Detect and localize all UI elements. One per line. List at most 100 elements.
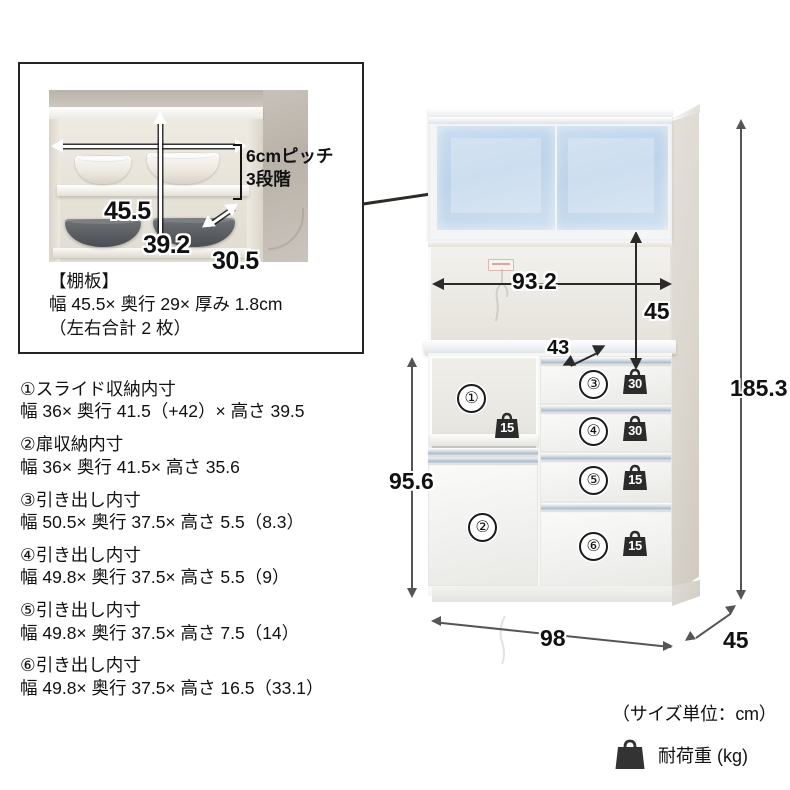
load-badge-4-value: 30	[628, 423, 642, 438]
load-badge-4: 30	[620, 415, 650, 443]
open-shelf-height-label: 45	[644, 298, 670, 324]
spec-title: ③引き出し内寸	[20, 489, 141, 510]
total-height-line	[740, 128, 742, 598]
specification-list: ①スライド収納内寸 幅 36× 奥行 41.5（+42）× 高さ 39.5 ②扉…	[20, 378, 400, 710]
drawer-3[interactable]	[540, 356, 672, 404]
lower-height-label: 95.6	[389, 468, 434, 494]
open-shelf-height-arrow-down	[630, 358, 642, 370]
spec-title: ⑥引き出し内寸	[20, 655, 141, 676]
total-width-label: 98	[540, 625, 566, 651]
spec-item-6: ⑥引き出し内寸 幅 49.8× 奥行 37.5× 高さ 16.5（33.1）	[20, 654, 400, 699]
photo-left-wall	[49, 119, 60, 262]
callout-4: ④	[579, 417, 608, 446]
sliding-glass-door-left[interactable]	[435, 124, 557, 232]
inset-depth-label: 30.5	[212, 247, 259, 275]
legend-load-label: 耐荷重 (kg)	[658, 746, 748, 766]
spec-title: ①スライド収納内寸	[20, 379, 176, 399]
total-depth-arrow-right	[725, 601, 739, 615]
lower-height-arrow-up	[407, 357, 417, 367]
inset-width-label: 45.5	[104, 197, 151, 225]
callout-6: ⑥	[579, 532, 608, 561]
spec-body: 幅 49.8× 奥行 37.5× 高さ 5.5（9）	[20, 567, 290, 588]
total-height-arrow-up	[736, 119, 746, 129]
cabinet-top-cap	[428, 108, 672, 119]
spec-item-3: ③引き出し内寸 幅 50.5× 奥行 37.5× 高さ 5.5（8.3）	[20, 489, 400, 534]
callout-5: ⑤	[579, 466, 608, 495]
drawer-6-handle[interactable]	[541, 503, 671, 511]
photo-bottom-shelf	[53, 248, 251, 258]
spec-title: ②扉収納内寸	[20, 434, 124, 455]
load-bag-icon	[623, 368, 647, 394]
spec-body: 幅 50.5× 奥行 37.5× 高さ 5.5（8.3）	[20, 511, 305, 532]
spec-body: 幅 36× 奥行 41.5（+42）× 高さ 39.5	[20, 401, 305, 422]
pitch-bracket	[233, 144, 242, 200]
load-badge-1: 15	[492, 412, 522, 440]
shelf-caption-dims: 幅 45.5× 奥行 29× 厚み 1.8cm	[49, 294, 283, 315]
spec-title: ⑤引き出し内寸	[20, 600, 141, 621]
spec-body: 幅 36× 奥行 41.5× 高さ 35.6	[20, 456, 240, 477]
load-badge-6: 15	[620, 530, 650, 558]
callout-3: ③	[579, 370, 608, 399]
shelf-caption-qty: （左右合計 2 枚）	[49, 317, 191, 338]
drawer-4-handle[interactable]	[541, 405, 671, 413]
cabinet-illustration: ① ② ③ ④ ⑤ ⑥ 15 30 30	[424, 104, 700, 665]
open-shelf-height-line	[635, 240, 638, 366]
load-bag-icon	[615, 739, 645, 769]
legend-load-row: 耐荷重 (kg)	[612, 738, 776, 772]
load-bag-icon	[495, 412, 519, 438]
total-height-label: 185.3	[730, 375, 788, 401]
counter-top	[424, 340, 676, 354]
open-shelf-width-label: 93.2	[512, 268, 557, 294]
lower-height-arrow-down	[407, 588, 417, 598]
open-shelf-height-arrow-up	[630, 231, 642, 243]
legend-unit-note: （サイズ単位：cm）	[612, 704, 777, 724]
open-shelf-width-line	[442, 283, 670, 285]
width-arrow-left	[51, 139, 63, 153]
photo-right-wall	[247, 119, 263, 262]
total-width-arrow-left	[431, 616, 441, 626]
load-bag-icon	[623, 464, 647, 490]
callout-1: ①	[457, 384, 486, 413]
open-shelf-width-arrow-left	[432, 278, 444, 290]
load-badge-5: 15	[620, 464, 650, 492]
drawer-6[interactable]	[540, 502, 672, 586]
height-arrow-down	[153, 245, 167, 257]
height-arrow-up	[153, 112, 167, 124]
callout-2: ②	[468, 513, 497, 542]
lower-height-line	[411, 366, 413, 596]
sliding-glass-door-right[interactable]	[552, 124, 670, 232]
slide-compartment-handle[interactable]	[428, 448, 538, 456]
spec-item-2: ②扉収納内寸 幅 36× 奥行 41.5× 高さ 35.6	[20, 433, 400, 478]
total-depth-label: 45	[723, 627, 749, 653]
upper-door-rail	[428, 117, 672, 124]
spec-item-4: ④引き出し内寸 幅 49.8× 奥行 37.5× 高さ 5.5（9）	[20, 544, 400, 589]
load-badge-3: 30	[620, 368, 650, 396]
total-height-arrow-down	[736, 590, 746, 600]
shelf-detail-photo	[49, 90, 308, 262]
load-bag-icon	[623, 415, 647, 441]
drawer-3-handle[interactable]	[541, 357, 671, 365]
shelf-caption-title: 【棚板】	[49, 271, 119, 291]
spec-title: ④引き出し内寸	[20, 544, 141, 565]
shelf-top-edge	[428, 241, 672, 247]
open-shelf-depth-label: 43	[547, 337, 570, 359]
total-depth-arrow-left	[682, 631, 696, 645]
appliance-cord-icon	[499, 616, 506, 665]
legend: （サイズ単位：cm） 耐荷重 (kg)	[612, 700, 777, 772]
upper-glass-cabinet	[428, 117, 672, 241]
lower-door-handle[interactable]	[428, 456, 538, 464]
photo-cabinet-top	[49, 90, 263, 107]
drawer-5-handle[interactable]	[541, 453, 671, 461]
photo-wall-background	[262, 90, 308, 262]
load-badge-1-value: 15	[500, 420, 514, 435]
load-bag-icon	[623, 530, 647, 556]
height-dimension-line	[159, 122, 162, 250]
shelf-board-caption: 【棚板】 幅 45.5× 奥行 29× 厚み 1.8cm （左右合計 2 枚）	[49, 270, 282, 340]
load-badge-5-value: 15	[628, 472, 642, 487]
legend-bag-icon-wrap	[612, 738, 648, 772]
spec-item-5: ⑤引き出し内寸 幅 49.8× 奥行 37.5× 高さ 7.5（14）	[20, 599, 400, 644]
cabinet-plinth	[432, 586, 672, 602]
inset-height-label: 39.2	[143, 231, 190, 259]
width-dimension-line	[62, 145, 238, 148]
